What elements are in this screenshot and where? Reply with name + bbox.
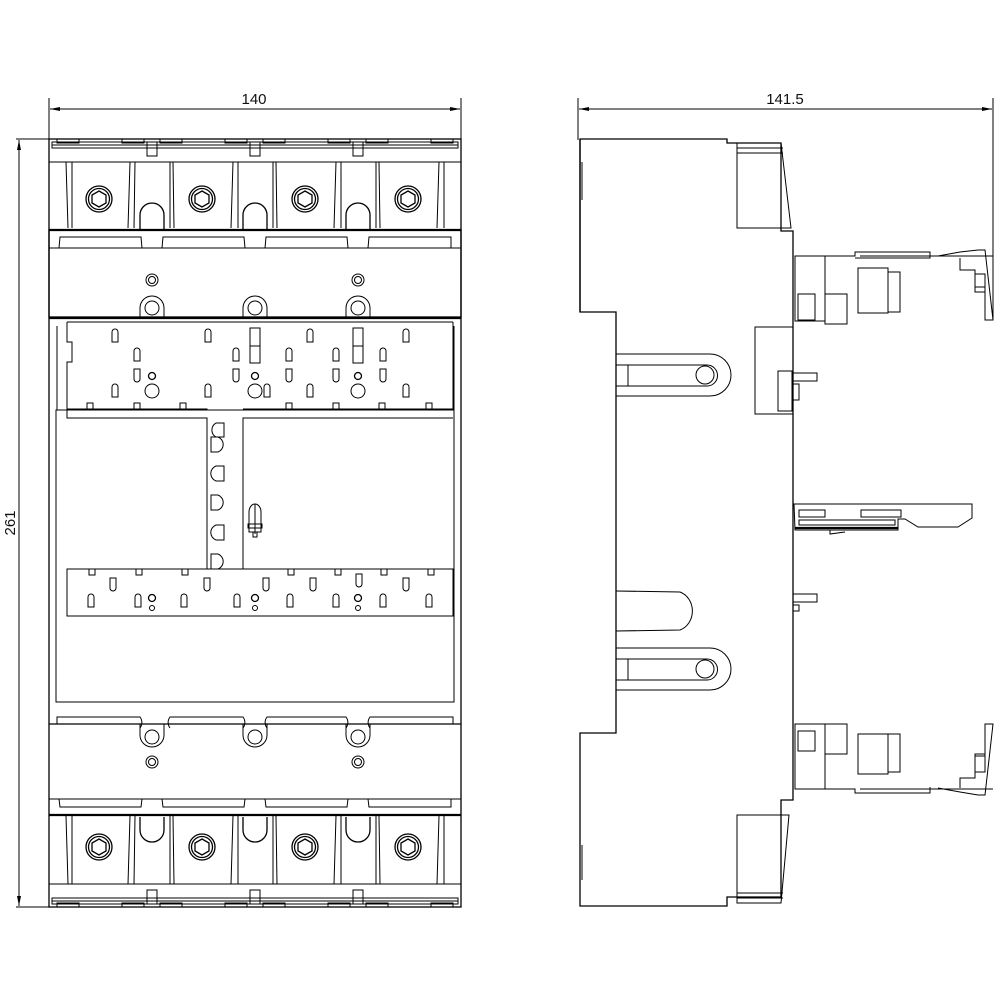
- test-button-icon: [247, 503, 263, 538]
- side-mount-latch-top: [616, 353, 732, 397]
- side-top-connector: [794, 249, 994, 325]
- side-mid-box: [754, 326, 818, 415]
- terminal-screw-icon: [85, 833, 113, 861]
- side-top-cap: [736, 142, 792, 229]
- bottom-terminal-cover: [51, 889, 459, 908]
- terminal-screw-icon: [394, 833, 422, 861]
- terminal-screw-icon: [188, 185, 216, 213]
- dimension-label-261: 261: [2, 510, 19, 535]
- upper-plate: [49, 316, 461, 410]
- top-terminal-cover: [51, 138, 459, 157]
- dimension-label-141-5: 141.5: [766, 91, 804, 108]
- terminal-screw-icon: [291, 833, 319, 861]
- dimension-height-front: 261: [2, 138, 62, 908]
- upper-band: [48, 229, 462, 318]
- dimension-depth-side: 141.5: [577, 91, 994, 320]
- bottom-terminals: [49, 815, 461, 885]
- top-terminals: [49, 161, 461, 232]
- terminal-screw-icon: [85, 185, 113, 213]
- terminal-screw-icon: [188, 833, 216, 861]
- side-mount-latch-bottom: [616, 647, 732, 691]
- side-view: [579, 138, 994, 907]
- middle-area: [55, 409, 455, 703]
- lower-band: [49, 716, 461, 817]
- side-bottom-cap: [736, 814, 790, 904]
- front-view: [48, 138, 462, 908]
- side-bottom-connector: [794, 723, 994, 796]
- lower-plate: [66, 568, 454, 617]
- side-rail-clip: [792, 503, 973, 612]
- terminal-screw-icon: [394, 185, 422, 213]
- terminal-screw-icon: [291, 185, 319, 213]
- dimension-width-front: 140: [48, 91, 462, 140]
- dimension-label-140: 140: [241, 91, 266, 108]
- side-mid-bump: [615, 590, 693, 632]
